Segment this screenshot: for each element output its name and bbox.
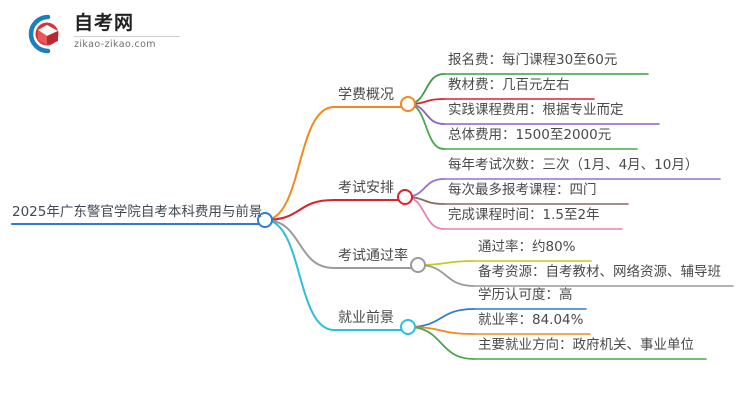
zikao-logo-mark-icon: [22, 12, 68, 56]
branch-label-tuition[interactable]: 学费概况: [338, 87, 394, 103]
logo-title: 自考网: [74, 12, 135, 34]
node-layer: [257, 96, 426, 335]
logo-text-block: 自考网 zikao-zikao.com: [74, 11, 184, 51]
leaf-label-exams-per-year[interactable]: 每年考试次数：三次（1月、4月、10月）: [448, 157, 699, 173]
leaf-label-practical-course-fee[interactable]: 实践课程费用：根据专业而定: [448, 102, 624, 118]
leaf-label-total-fee[interactable]: 总体费用：1500至2000元: [448, 127, 612, 143]
leaf-label-registration-fee[interactable]: 报名费：每门课程30至60元: [448, 52, 618, 68]
leaf-label-employment-rate[interactable]: 就业率：84.04%: [478, 312, 584, 328]
leaf-label-main-directions[interactable]: 主要就业方向：政府机关、事业单位: [478, 337, 694, 353]
leaf-label-completion-time[interactable]: 完成课程时间：1.5至2年: [448, 207, 600, 223]
leaf-label-pass-rate-value[interactable]: 通过率：约80%: [478, 239, 576, 255]
logo-domain: zikao-zikao.com: [74, 39, 156, 50]
leaf-label-degree-recognition[interactable]: 学历认可度：高: [478, 287, 573, 303]
underline-layer: [11, 73, 734, 360]
site-logo: 自考网 zikao-zikao.com: [22, 8, 182, 60]
root-node-label[interactable]: 2025年广东警官学院自考本科费用与前景: [12, 204, 263, 220]
logo-divider: [74, 36, 180, 37]
leaf-label-textbook-fee[interactable]: 教材费：几百元左右: [448, 77, 570, 93]
leaf-label-prep-resources[interactable]: 备考资源：自考教材、网络资源、辅导班: [478, 264, 721, 280]
branch-label-pass-rate[interactable]: 考试通过率: [338, 248, 408, 264]
branch-label-employment[interactable]: 就业前景: [338, 310, 394, 326]
leaf-label-max-courses-per-exam[interactable]: 每次最多报考课程：四门: [448, 182, 597, 198]
branch-label-exam-schedule[interactable]: 考试安排: [338, 180, 394, 196]
